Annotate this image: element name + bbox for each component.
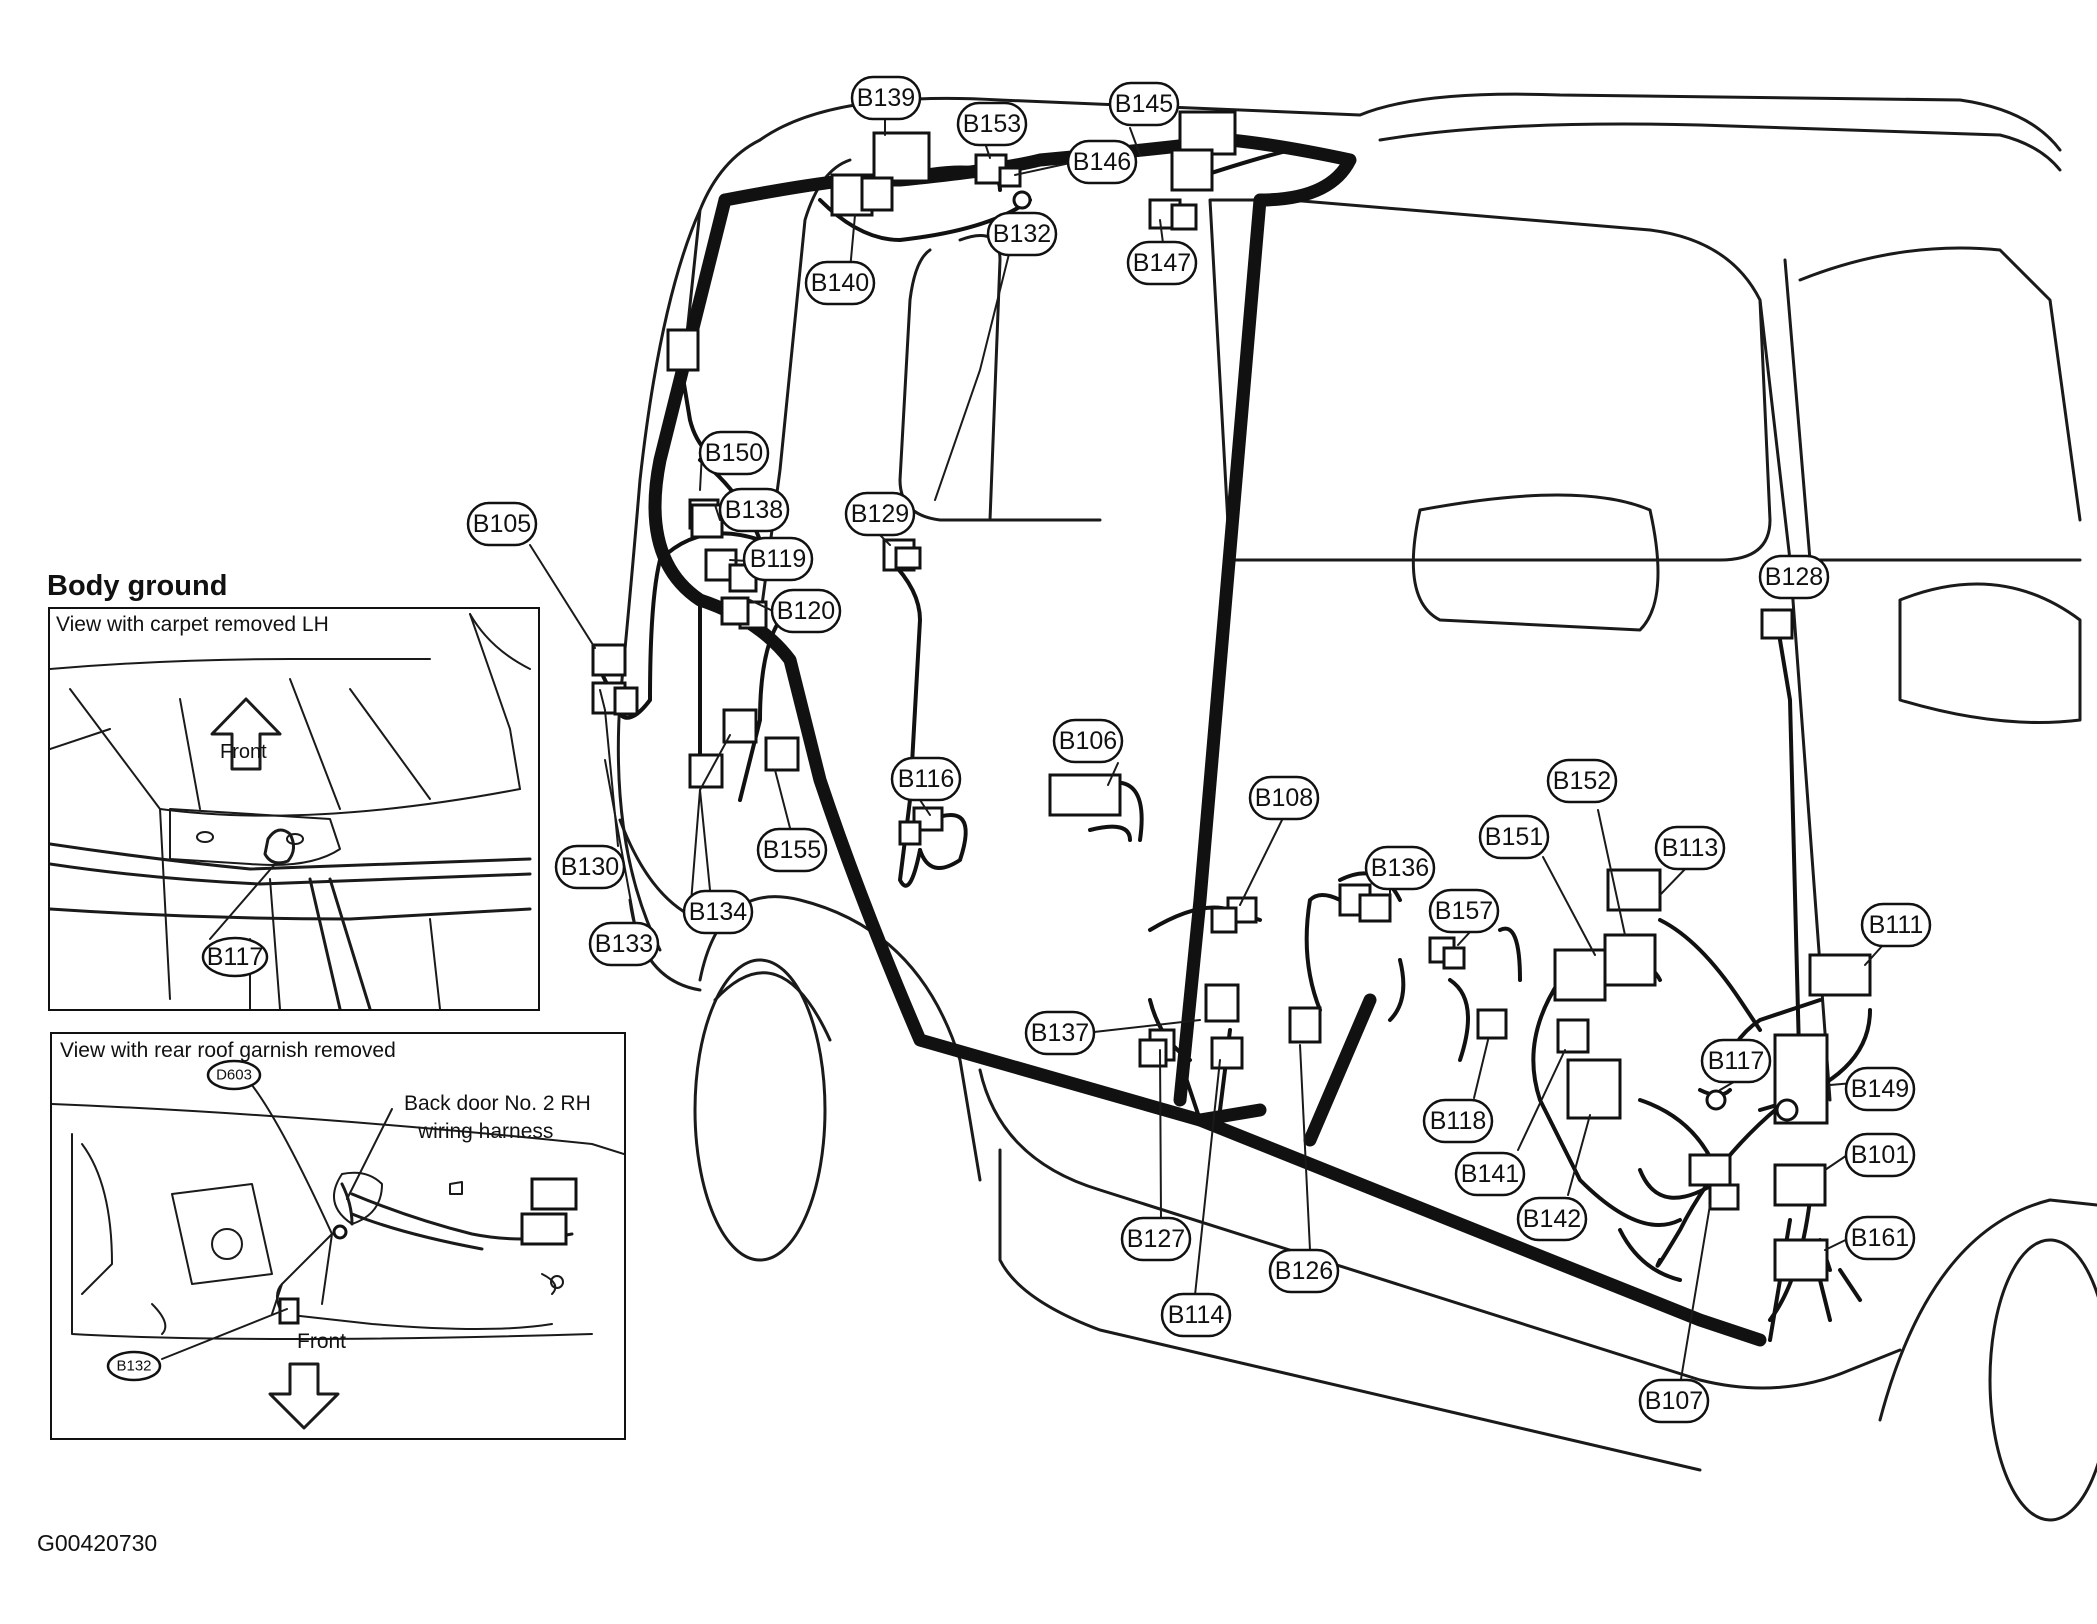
callout-b116: B116 [890,756,962,802]
svg-text:B155: B155 [763,836,821,864]
svg-text:B145: B145 [1115,90,1173,118]
callout-b126: B126 [1268,1248,1340,1294]
callout-b161: B161 [1844,1215,1916,1261]
callout-b129: B129 [844,491,916,537]
callout-b138: B138 [718,487,790,533]
svg-text:B108: B108 [1255,784,1313,812]
svg-text:B161: B161 [1851,1224,1909,1252]
callout-b139: B139 [850,75,922,121]
svg-text:B120: B120 [777,597,835,625]
svg-text:B141: B141 [1461,1160,1519,1188]
roof-front-label: Front [297,1330,347,1353]
callout-b118: B118 [1422,1098,1494,1144]
callout-b155: B155 [756,827,828,873]
svg-text:B113: B113 [1662,834,1719,862]
callout-bubbles: B139 B153 B145 B146 B132 B140 B147 B150 … [466,75,1932,1424]
svg-text:B150: B150 [705,439,763,467]
svg-text:B114: B114 [1168,1301,1225,1329]
callout-b147: B147 [1126,240,1198,286]
svg-text:B111: B111 [1869,911,1924,939]
callout-b132: B132 [986,211,1058,257]
svg-text:B106: B106 [1059,727,1117,755]
callout-b111: B111 [1860,902,1932,948]
svg-text:B133: B133 [595,930,653,958]
callout-b142: B142 [1516,1196,1588,1242]
figure-id: G00420730 [37,1530,158,1556]
callout-b150: B150 [698,430,770,476]
svg-text:B119: B119 [750,545,807,573]
carpet-view-drawing: B117 [50,613,532,1009]
callout-b113: B113 [1654,825,1726,871]
svg-text:B137: B137 [1031,1019,1089,1047]
callout-b127: B127 [1120,1216,1192,1262]
svg-text:B101: B101 [1851,1141,1909,1169]
carpet-front-label: Front [220,741,267,763]
callout-b117: B117 [1700,1038,1772,1084]
svg-text:B134: B134 [689,898,747,926]
svg-text:B142: B142 [1523,1205,1581,1233]
svg-text:D603: D603 [216,1067,252,1084]
svg-text:B149: B149 [1851,1075,1909,1103]
inset-roof-caption: View with rear roof garnish removed [60,1039,396,1062]
callout-b151: B151 [1478,814,1550,860]
svg-text:B153: B153 [963,110,1021,138]
callout-b107: B107 [1638,1378,1710,1424]
svg-text:B127: B127 [1127,1225,1185,1253]
svg-text:B128: B128 [1765,563,1823,591]
svg-text:B130: B130 [561,853,619,881]
svg-text:B105: B105 [473,510,531,538]
svg-text:B118: B118 [1430,1107,1487,1135]
callout-b114: B114 [1160,1292,1232,1338]
callout-b136: B136 [1364,845,1436,891]
section-title: Body ground [47,570,228,602]
callout-b108: B108 [1248,775,1320,821]
callout-b128: B128 [1758,554,1830,600]
callout-b105: B105 [466,501,538,547]
svg-text:B117: B117 [1708,1047,1765,1075]
callout-b140: B140 [804,260,876,306]
callout-b106: B106 [1052,718,1124,764]
svg-text:B151: B151 [1485,823,1543,851]
svg-text:B132: B132 [993,220,1051,248]
callout-b133: B133 [588,921,660,967]
roof-view-drawing: D603 B132 [52,1059,624,1430]
callout-b141: B141 [1454,1151,1526,1197]
svg-text:B117: B117 [207,943,264,971]
svg-text:B139: B139 [857,84,915,112]
callout-b101: B101 [1844,1132,1916,1178]
inset-carpet-removed: View with carpet removed LH [48,607,540,1011]
svg-text:B147: B147 [1133,249,1191,277]
svg-text:B146: B146 [1073,148,1131,176]
svg-text:B132: B132 [116,1358,151,1375]
roof-harness-label-line1: Back door No. 2 RH [404,1092,591,1115]
callout-b130: B130 [554,844,626,890]
vehicle-body-outline [616,92,2097,1522]
callout-b145: B145 [1108,81,1180,127]
callout-b120: B120 [770,588,842,634]
callout-b137: B137 [1024,1010,1096,1056]
inset-roof-garnish-removed: View with rear roof garnish removed Back… [50,1032,626,1440]
svg-text:B126: B126 [1275,1257,1333,1285]
callout-b153: B153 [956,101,1028,147]
svg-text:B107: B107 [1645,1387,1703,1415]
inset-carpet-caption: View with carpet removed LH [56,613,329,636]
svg-text:B116: B116 [898,765,955,793]
svg-text:B152: B152 [1553,767,1611,795]
svg-text:B129: B129 [851,500,909,528]
callout-b149: B149 [1844,1066,1916,1112]
svg-text:B157: B157 [1435,897,1493,925]
callout-b152: B152 [1546,758,1618,804]
callout-b119: B119 [742,536,814,582]
svg-text:B138: B138 [725,496,783,524]
svg-text:B136: B136 [1371,854,1429,882]
callout-b157: B157 [1428,888,1500,934]
callout-b146: B146 [1066,139,1138,185]
callout-b134: B134 [682,889,754,935]
connector-housings [591,110,1872,1282]
svg-text:B140: B140 [811,269,869,297]
